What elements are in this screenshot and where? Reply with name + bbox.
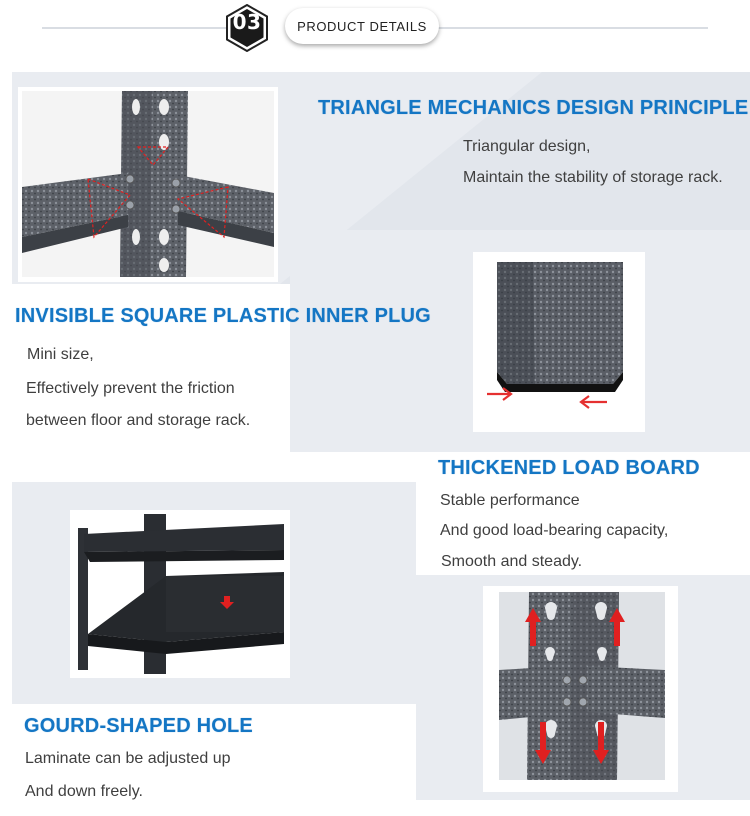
panel-bg-4 <box>12 704 348 800</box>
header-line-left <box>42 27 226 29</box>
hexagon-badge-icon <box>226 4 268 52</box>
section-number: 03 <box>232 10 262 34</box>
section-3-line-1: Stable performance <box>440 492 580 509</box>
section-4-line-2: And down freely. <box>25 783 143 800</box>
section-3-line-2: And good load-bearing capacity, <box>440 522 669 539</box>
page-title: PRODUCT DETAILS <box>297 18 427 34</box>
section-2-line-2: Effectively prevent the friction <box>26 380 235 397</box>
inner-plug-photo <box>473 252 645 432</box>
header-line-right <box>438 27 708 29</box>
section-1-line-2: Maintain the stability of storage rack. <box>463 169 723 186</box>
section-3-title: THICKENED LOAD BOARD <box>438 457 700 479</box>
load-board-photo <box>70 510 290 678</box>
section-2-line-3: between floor and storage rack. <box>26 412 251 429</box>
section-4-title: GOURD-SHAPED HOLE <box>24 715 253 737</box>
gourd-hole-photo <box>483 586 678 792</box>
product-details-badge: PRODUCT DETAILS <box>285 8 439 44</box>
section-3-line-3: Smooth and steady. <box>441 553 583 570</box>
section-2-line-1: Mini size, <box>27 346 94 363</box>
section-2-title: INVISIBLE SQUARE PLASTIC INNER PLUG <box>15 305 431 327</box>
section-4-line-1: Laminate can be adjusted up <box>25 750 231 767</box>
section-1-line-1: Triangular design, <box>463 138 591 155</box>
triangle-bracket-photo <box>18 87 278 282</box>
section-1-title: TRIANGLE MECHANICS DESIGN PRINCIPLE <box>318 97 749 119</box>
